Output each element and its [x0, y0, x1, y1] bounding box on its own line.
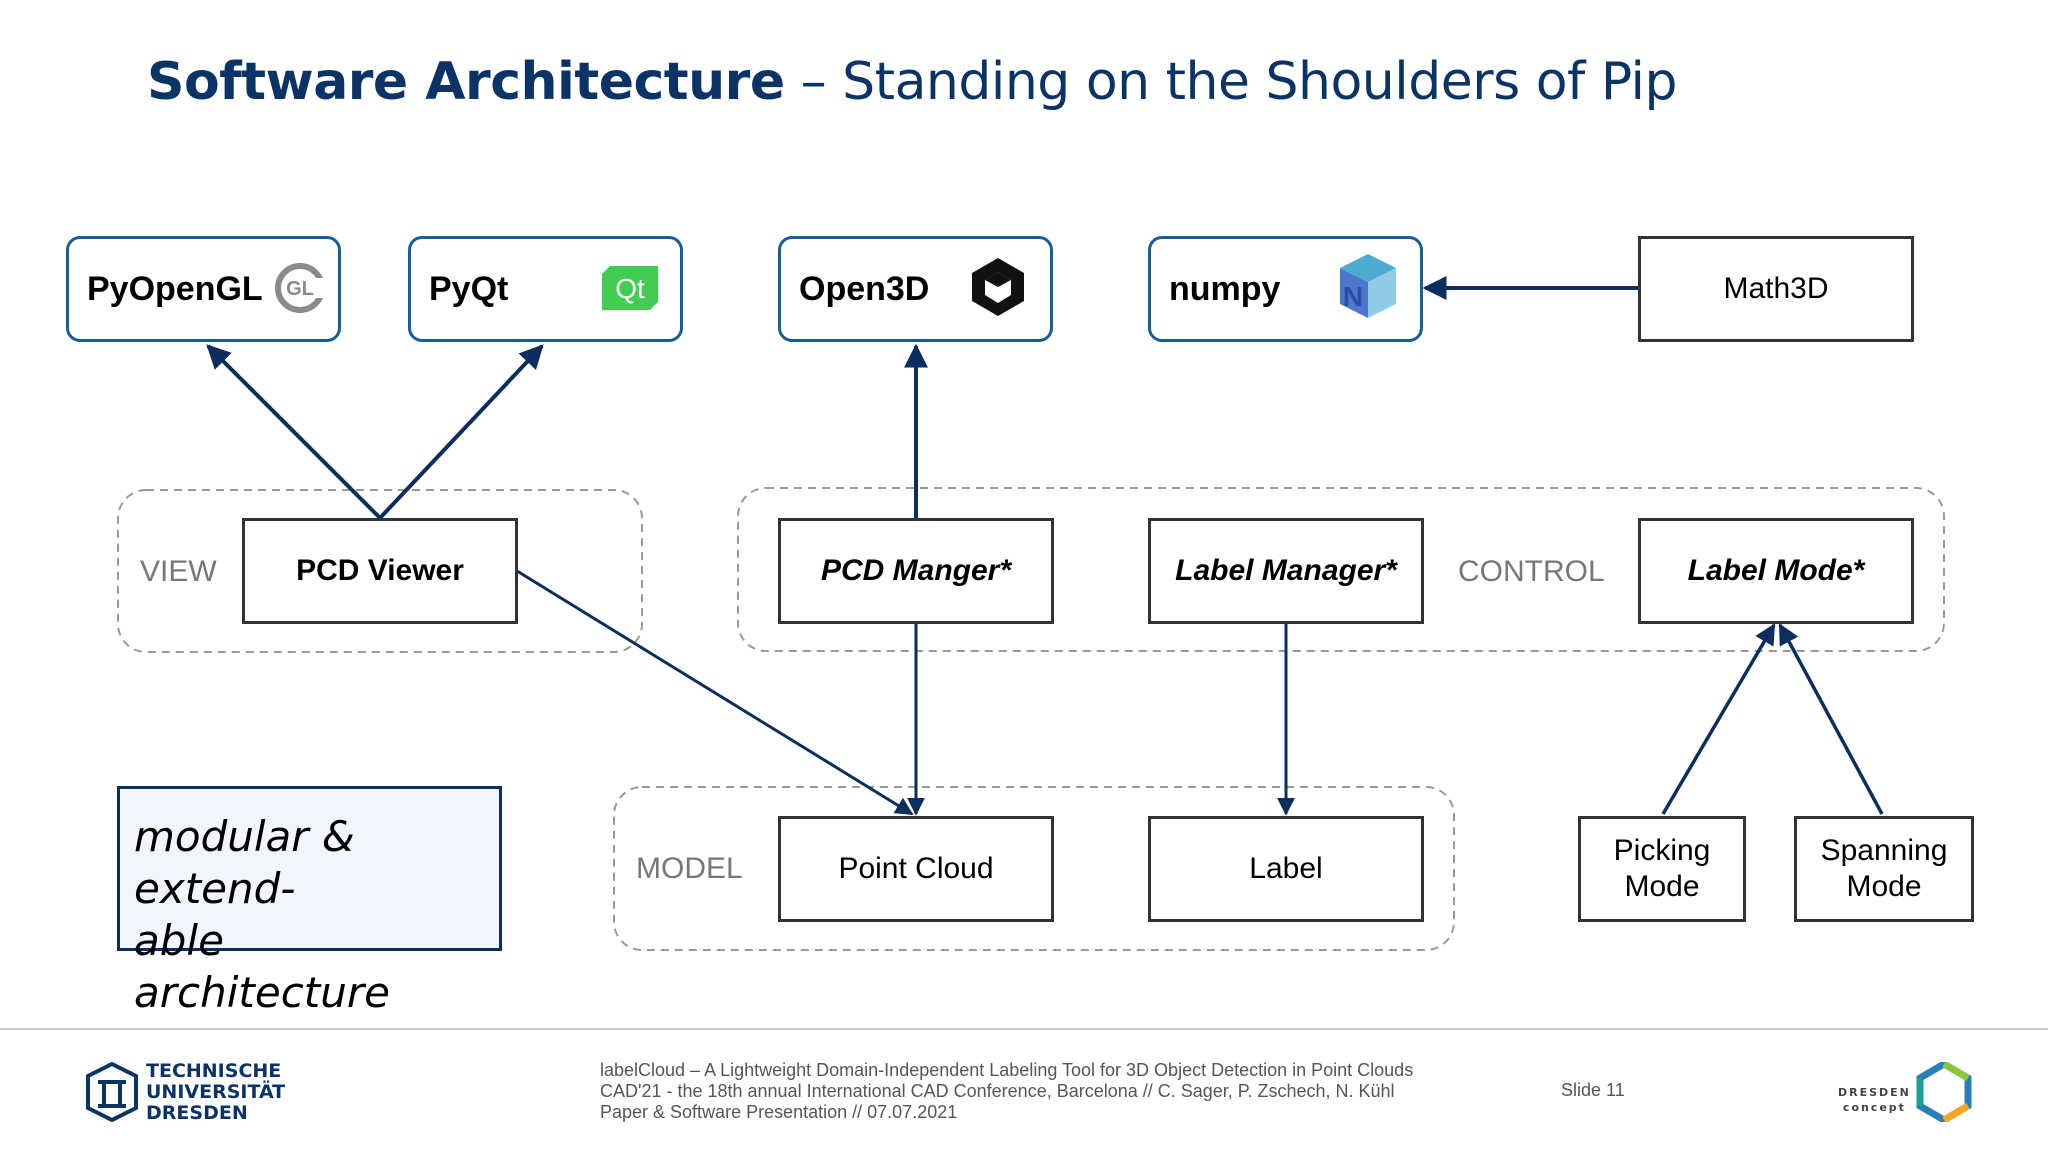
- footer-citation: labelCloud – A Lightweight Domain-Indepe…: [600, 1060, 1413, 1123]
- pyqt-label: PyQt: [429, 269, 509, 308]
- footer-divider: [0, 1028, 2048, 1030]
- open3d-logo-icon: [966, 255, 1030, 319]
- numpy-logo-icon: N: [1336, 252, 1400, 320]
- math3d-box: Math3D: [1638, 236, 1914, 342]
- label-label: Label: [1249, 852, 1323, 885]
- arrow-viewer-pointcloud: [516, 569, 914, 816]
- dd-logo-line2: concept: [1842, 1101, 1906, 1114]
- tud-logo-text: TECHNISCHE UNIVERSITÄT DRESDEN: [146, 1061, 285, 1124]
- gl-logo-icon: GL: [272, 262, 330, 314]
- qt-logo-icon: Qt: [602, 266, 658, 310]
- callout-line2: able architecture: [134, 916, 390, 1017]
- numpy-label: numpy: [1169, 269, 1281, 308]
- spanning-mode-line1: Spanning: [1820, 834, 1948, 867]
- numpy-logo-text: N: [1343, 281, 1363, 312]
- picking-mode-box: Picking Mode: [1578, 816, 1746, 922]
- picking-mode-line1: Picking: [1613, 834, 1711, 867]
- arrow-spanning-labelmode: [1778, 623, 1884, 815]
- control-group-label: CONTROL: [1458, 555, 1605, 588]
- view-group-label: VIEW: [140, 555, 217, 588]
- label-box: Label: [1148, 816, 1424, 922]
- title-rest: – Standing on the Shoulders of Pip: [784, 52, 1678, 112]
- callout-line1: modular & extend-: [134, 812, 355, 913]
- label-manager-label: Label Manager*: [1175, 554, 1397, 587]
- tud-logo-line1: TECHNISCHE: [146, 1060, 282, 1082]
- qt-logo-text: Qt: [615, 273, 645, 304]
- callout-box: modular & extend- able architecture: [117, 786, 502, 1017]
- pcd-viewer-label: PCD Viewer: [296, 554, 464, 587]
- label-mode-label: Label Mode*: [1687, 554, 1865, 587]
- pcd-viewer-box: PCD Viewer: [242, 518, 518, 624]
- label-mode-box: Label Mode*: [1638, 518, 1914, 624]
- dd-logo-line1: DRESDEN: [1838, 1086, 1911, 1099]
- picking-mode-line2: Mode: [1624, 870, 1700, 903]
- spanning-mode-line2: Mode: [1846, 870, 1922, 903]
- control-group-outline: [737, 487, 1945, 652]
- footer-line1: labelCloud – A Lightweight Domain-Indepe…: [600, 1060, 1414, 1080]
- dresden-concept-text: DRESDEN concept: [1838, 1085, 1911, 1115]
- numpy-box: numpy: [1148, 236, 1423, 342]
- title-bold: Software Architecture: [147, 52, 785, 112]
- spanning-mode-box: Spanning Mode: [1794, 816, 1974, 922]
- footer-line3: Paper & Software Presentation // 07.07.2…: [600, 1102, 958, 1122]
- arrow-viewer-pyqt: [378, 344, 544, 520]
- point-cloud-label: Point Cloud: [838, 852, 994, 885]
- pcd-manager-box: PCD Manger*: [778, 518, 1054, 624]
- arrow-picking-labelmode: [1661, 623, 1776, 815]
- pcd-manager-label: PCD Manger*: [820, 554, 1012, 587]
- pyopengl-box: PyOpenGL: [66, 236, 341, 342]
- open3d-label: Open3D: [799, 269, 930, 308]
- tud-logo-line3: DRESDEN: [146, 1102, 248, 1124]
- tud-logo-line2: UNIVERSITÄT: [146, 1081, 286, 1103]
- footer-line2: CAD'21 - the 18th annual International C…: [600, 1081, 1395, 1101]
- pyopengl-label: PyOpenGL: [87, 269, 263, 308]
- arrow-viewer-pyopengl: [206, 344, 382, 520]
- gl-logo-text: GL: [286, 278, 314, 300]
- tud-logo-icon: [84, 1061, 140, 1123]
- dresden-concept-logo-icon: [1914, 1059, 1974, 1125]
- model-group-outline: [613, 786, 1455, 951]
- label-manager-box: Label Manager*: [1148, 518, 1424, 624]
- model-group-label: MODEL: [636, 852, 743, 885]
- slide-title: Software Architecture – Standing on the …: [147, 52, 1678, 112]
- view-group-outline: [117, 489, 643, 653]
- math3d-label: Math3D: [1723, 272, 1829, 305]
- point-cloud-box: Point Cloud: [778, 816, 1054, 922]
- slide-number: Slide 11: [1561, 1080, 1625, 1100]
